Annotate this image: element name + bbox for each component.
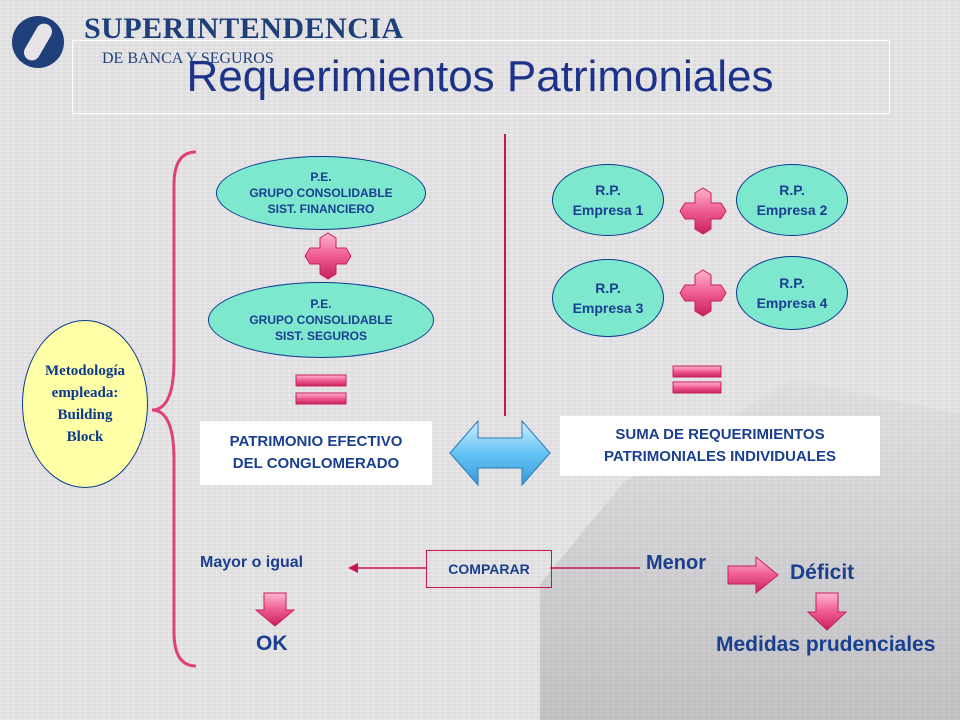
rp2-line1: R.P. xyxy=(779,182,805,198)
logo-icon xyxy=(12,16,64,68)
double-arrow-icon xyxy=(449,419,551,487)
patrimonio-line1: PATRIMONIO EFECTIVO xyxy=(229,433,403,450)
rp2-line2: Empresa 2 xyxy=(756,202,828,218)
methodology-line2: empleada: xyxy=(51,385,119,401)
left-brace-icon xyxy=(151,150,197,668)
patrimonio-line2: DEL CONGLOMERADO xyxy=(232,455,400,472)
rp-empresa-4: R.P. Empresa 4 xyxy=(736,256,848,330)
rp-empresa-2: R.P. Empresa 2 xyxy=(736,164,848,236)
methodology-line4: Block xyxy=(66,429,104,445)
medidas-label: Medidas prudenciales xyxy=(716,633,936,656)
rp1-line1: R.P. xyxy=(595,182,621,198)
rp3-line1: R.P. xyxy=(595,280,621,296)
menor-label: Menor xyxy=(646,552,706,574)
patrimonio-box: PATRIMONIO EFECTIVO DEL CONGLOMERADO xyxy=(200,421,432,485)
deficit-label: Déficit xyxy=(790,561,855,584)
methodology-line1: Metodología xyxy=(45,363,125,379)
pe-seg-line3: SIST. SEGUROS xyxy=(274,329,368,343)
pe-fin-line2: GRUPO CONSOLIDABLE xyxy=(249,186,393,200)
suma-line2: PATRIMONIALES INDIVIDUALES xyxy=(604,448,836,465)
down-arrow-icon xyxy=(254,592,296,627)
plus-icon xyxy=(304,232,352,280)
pe-seg-line1: P.E. xyxy=(310,297,332,311)
methodology-ellipse: Metodología empleada: Building Block xyxy=(22,320,148,488)
rp-empresa-1: R.P. Empresa 1 xyxy=(552,164,664,236)
mayor-label: Mayor o igual xyxy=(200,554,304,571)
ok-label: OK xyxy=(256,632,288,655)
pe-seg-line2: GRUPO CONSOLIDABLE xyxy=(249,313,393,327)
page-title: Requerimientos Patrimoniales xyxy=(186,52,774,101)
pe-fin-line3: SIST. FINANCIERO xyxy=(267,202,375,216)
right-arrow-icon xyxy=(727,555,779,595)
compare-arrow-icon xyxy=(348,563,426,573)
title-frame xyxy=(72,40,890,114)
plus-icon xyxy=(679,187,727,235)
logo-line1: SUPERINTENDENCIA xyxy=(84,12,404,45)
methodology-line3: Building xyxy=(57,407,113,423)
suma-line1: SUMA DE REQUERIMIENTOS xyxy=(615,426,825,443)
equals-icon xyxy=(295,374,347,405)
rp1-line2: Empresa 1 xyxy=(572,202,644,218)
suma-box: SUMA DE REQUERIMIENTOS PATRIMONIALES IND… xyxy=(560,416,880,476)
equals-icon xyxy=(672,365,722,394)
comparar-box: COMPARAR xyxy=(426,550,552,588)
logo-line2: DE BANCA Y SEGUROS xyxy=(102,50,274,67)
plus-icon xyxy=(679,269,727,317)
pe-financiero-ellipse: P.E. GRUPO CONSOLIDABLE SIST. FINANCIERO xyxy=(216,156,426,230)
pe-seguros-ellipse: P.E. GRUPO CONSOLIDABLE SIST. SEGUROS xyxy=(208,282,434,358)
rp4-line2: Empresa 4 xyxy=(756,295,828,311)
rp-empresa-3: R.P. Empresa 3 xyxy=(552,259,664,337)
pe-fin-line1: P.E. xyxy=(310,170,332,184)
rp3-line2: Empresa 3 xyxy=(572,300,644,316)
down-arrow-icon xyxy=(806,592,848,631)
rp4-line1: R.P. xyxy=(779,275,805,291)
